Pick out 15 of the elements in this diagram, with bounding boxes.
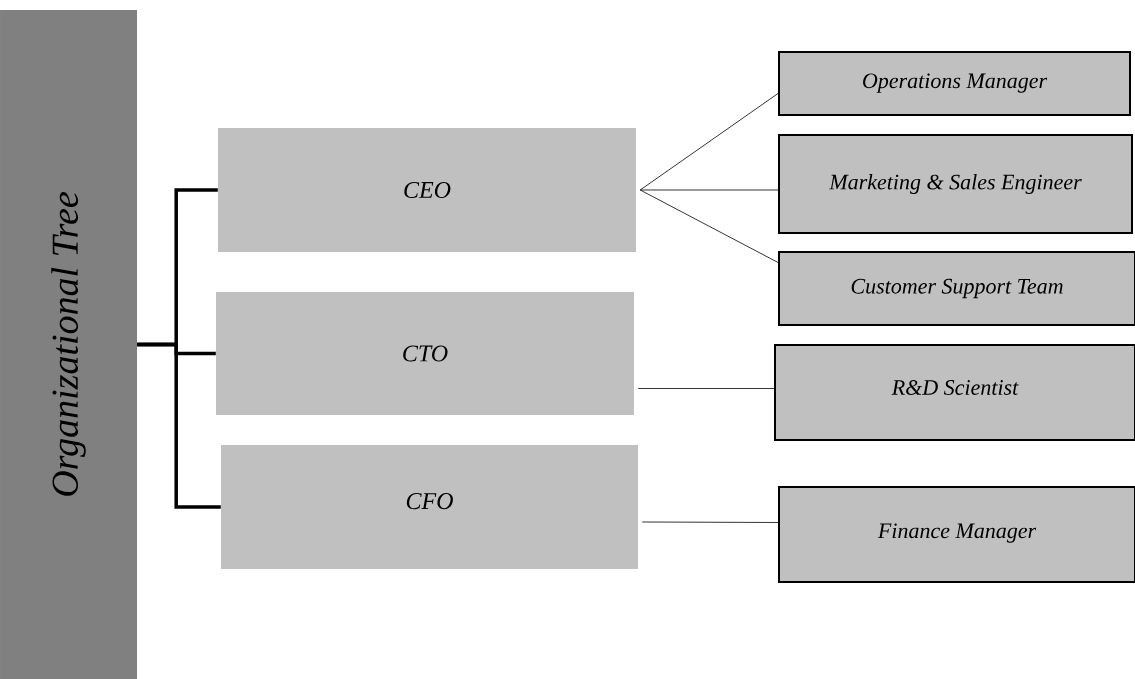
- connector-line: [639, 93, 779, 191]
- connector-line: [639, 189, 779, 263]
- bracket-connector: [137, 342, 221, 509]
- role-box: Operations Manager: [778, 51, 1131, 116]
- executive-box: CEO: [218, 128, 636, 252]
- executive-box: CFO: [221, 445, 638, 569]
- title-band: Organizational Tree: [0, 10, 137, 679]
- role-box: R&D Scientist: [774, 344, 1135, 441]
- role-box: Finance Manager: [778, 486, 1135, 583]
- connector-line: [637, 388, 775, 389]
- role-box: Marketing & Sales Engineer: [778, 134, 1133, 234]
- role-box: Customer Support Team: [778, 251, 1135, 326]
- connector-line: [639, 189, 779, 191]
- connector-line: [641, 521, 779, 523]
- executive-box: CTO: [216, 292, 634, 415]
